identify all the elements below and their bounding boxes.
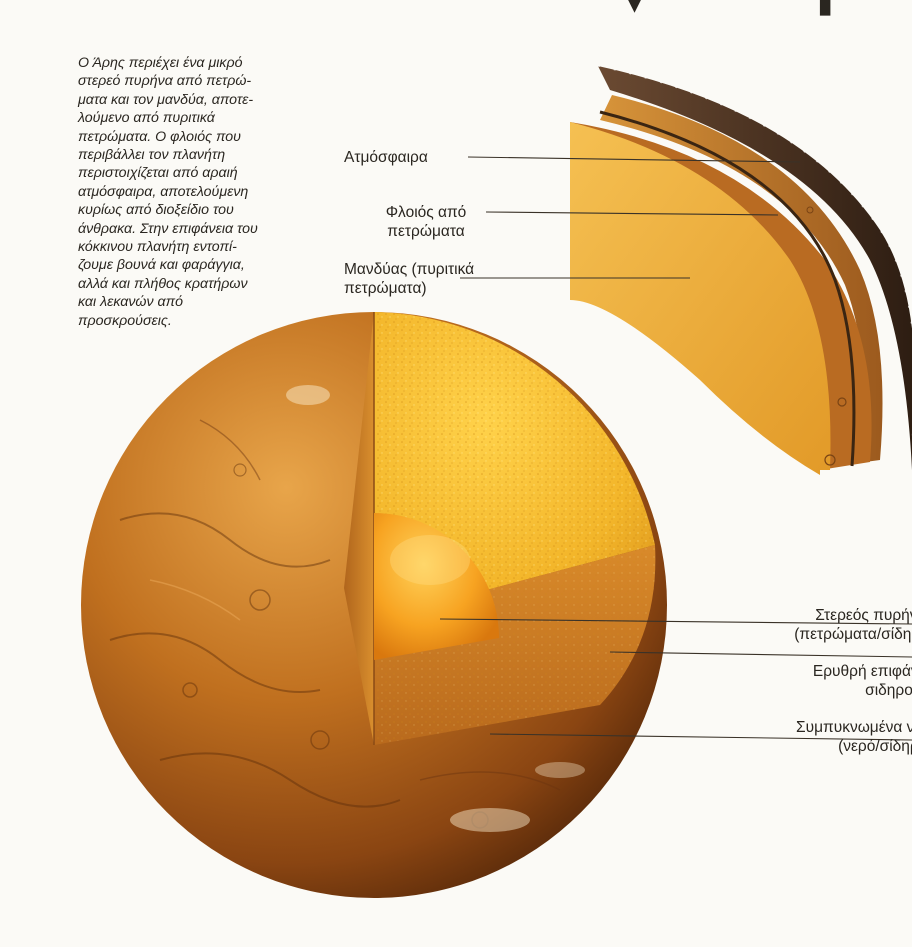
- label-clouds: Συμπυκνωμένα νέφη (νερό/σίδηρος): [706, 718, 912, 756]
- label-surface: Ερυθρή επιφάνεια σιδηρούχα: [712, 662, 912, 700]
- label-mantle: Μανδύας (πυριτικά πετρώματα): [344, 260, 474, 298]
- layer-wedge: [570, 66, 912, 477]
- header-fragment: ▾: [628, 0, 641, 19]
- intro-paragraph: Ο Άρης περιέχει ένα μικρό στερεό πυρήνα …: [78, 54, 328, 330]
- label-atmosphere: Ατμόσφαιρα: [344, 148, 428, 167]
- planet-cutaway: [344, 312, 655, 745]
- header-fragment: ▮: [818, 0, 832, 19]
- label-crust: Φλοιός από πετρώματα: [372, 203, 480, 241]
- label-core: Στερεός πυρήνας (πετρώματα/σίδηρο): [712, 606, 912, 644]
